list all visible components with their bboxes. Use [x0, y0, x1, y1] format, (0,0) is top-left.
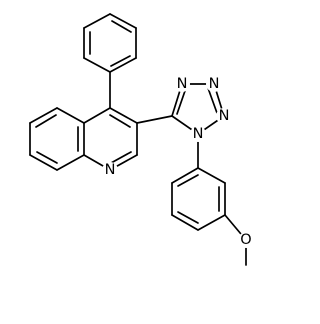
svg-text:N: N — [105, 162, 116, 178]
quinoline-benzo-ring — [29, 107, 85, 171]
molecule-drawing: N N N N N O — [29, 13, 254, 266]
atom-n-tetrazole-2: N — [216, 108, 232, 124]
svg-text:N: N — [209, 76, 220, 92]
quinoline-pyridine-ring — [83, 107, 138, 171]
atom-n-tetrazole-3: N — [206, 76, 222, 92]
phenyl-ring — [83, 13, 137, 73]
methoxyphenyl-ring — [171, 167, 226, 231]
bond-quinoline-tetrazole — [136, 115, 173, 124]
svg-text:N: N — [219, 108, 230, 124]
structure-diagram: N N N N N O — [29, 13, 254, 266]
svg-text:N: N — [177, 76, 188, 92]
svg-text:N: N — [193, 126, 204, 142]
atom-n-tetrazole-4: N — [174, 76, 190, 92]
atom-n-tetrazole-1: N — [190, 126, 206, 142]
atom-o-methoxy: O — [238, 232, 254, 248]
atom-n-quinoline: N — [102, 162, 118, 178]
svg-text:O: O — [240, 232, 251, 248]
